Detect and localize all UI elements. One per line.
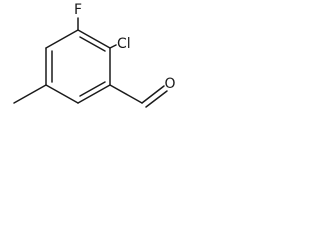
bond-c-cl [109,44,117,49]
benzene-ring [45,29,111,104]
fluorine-label: F [74,2,82,18]
ring-bond-c1-c2 [77,29,111,49]
oxygen-label: O [164,76,175,92]
bond-c-cho [109,84,143,104]
bond-c-o-double [145,90,168,108]
bond-c-methyl [13,84,47,104]
bond-c-o-single [141,85,165,104]
ring-bond-c3-c4 [77,84,111,104]
ring-bond-c4-c5 [45,84,79,104]
ring-double-bond-c3-c4 [79,81,106,97]
ring-bond-c6-c1 [45,29,79,49]
chemical-structure: F Cl O [13,2,176,108]
ring-double-bond-c1-c2 [79,36,106,52]
chlorine-label: Cl [117,36,131,52]
